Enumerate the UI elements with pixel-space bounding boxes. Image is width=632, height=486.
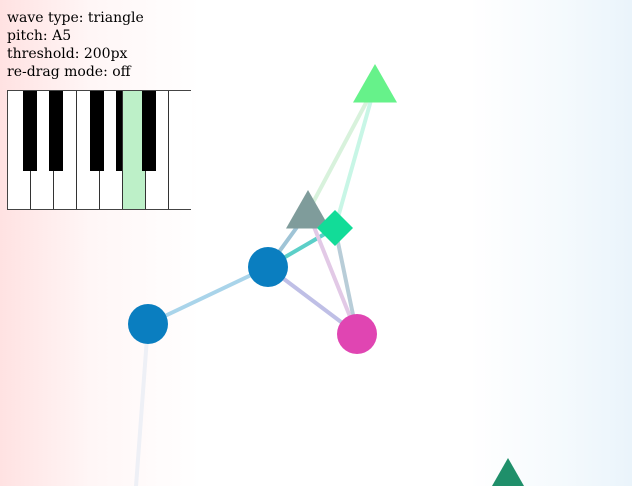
node-triangle-gray[interactable] [286, 190, 330, 229]
node-circle-magenta[interactable] [337, 314, 377, 354]
wave-type-label: wave type: triangle [7, 10, 144, 26]
piano-white-key-c-high[interactable] [169, 91, 192, 209]
node-circle-blue-left[interactable] [128, 304, 168, 344]
pitch-label: pitch: A5 [7, 28, 72, 44]
edge-circle-blue-center-to-circle-blue-left [146, 265, 270, 326]
piano-black-key-d-sharp[interactable] [49, 91, 63, 171]
redrag-mode-label: re-drag mode: off [7, 64, 131, 80]
edges-layer [134, 84, 377, 486]
nodes-layer [128, 64, 530, 486]
node-triangle-darkgreen[interactable] [486, 458, 530, 486]
piano-black-key-f-sharp[interactable] [90, 91, 104, 171]
piano-black-key-c-sharp[interactable] [23, 91, 37, 171]
edge-circle-blue-left-to-offscreen-bottom [134, 322, 150, 486]
piano-keyboard [7, 90, 192, 210]
edge-triangle-green-top-to-triangle-gray [306, 84, 377, 214]
node-triangle-green-top[interactable] [353, 64, 397, 103]
node-circle-blue-center[interactable] [248, 247, 288, 287]
piano-black-key-a-sharp[interactable] [142, 91, 156, 171]
status-panel: wave type: triangle pitch: A5 threshold:… [7, 9, 144, 81]
edge-triangle-gray-to-circle-magenta [306, 210, 359, 336]
edge-triangle-green-top-to-diamond-teal [333, 84, 377, 230]
node-diamond-teal[interactable] [317, 210, 353, 246]
piano-black-key-g-sharp[interactable] [116, 91, 122, 171]
threshold-label: threshold: 200px [7, 46, 128, 62]
